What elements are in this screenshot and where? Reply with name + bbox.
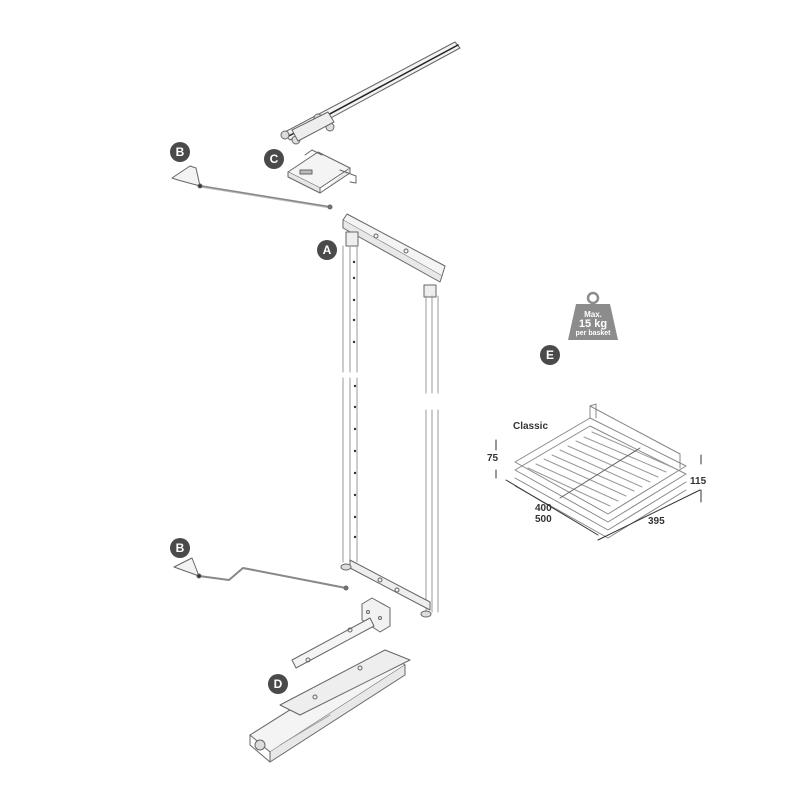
weight-value: 15 kg: [578, 318, 608, 330]
bottom-runner: [249, 649, 411, 763]
dim-depth-2: 500: [535, 514, 552, 525]
weight-max-label: Max.: [584, 310, 602, 319]
basket-dimension-lines: [495, 439, 702, 541]
dim-height-outer: 115: [690, 476, 707, 487]
callout-badge-d: D: [268, 674, 288, 694]
weight-per-basket: per basket: [575, 330, 611, 337]
callout-badge-b-upper: B: [170, 142, 190, 162]
top-guide-bracket: [287, 149, 357, 194]
weight-icon: [568, 291, 618, 340]
callout-badge-e: E: [540, 345, 560, 365]
bottom-bracket: [291, 597, 391, 669]
dim-depth-1: 400: [535, 503, 552, 514]
top-rail: [280, 41, 461, 145]
callout-badge-b-lower: B: [170, 538, 190, 558]
basket-drawing: [514, 403, 687, 539]
frame: [340, 213, 446, 618]
dim-height-inner: 75: [487, 453, 499, 464]
dim-width: 395: [648, 516, 665, 527]
callout-badge-c: C: [264, 149, 284, 169]
weight-limit-label: Max. 15 kg per basket: [566, 311, 620, 338]
callout-badge-a: A: [317, 240, 337, 260]
basket-model-label: Classic: [513, 421, 549, 432]
upper-linkage: [171, 165, 333, 210]
lower-linkage: [173, 557, 349, 591]
